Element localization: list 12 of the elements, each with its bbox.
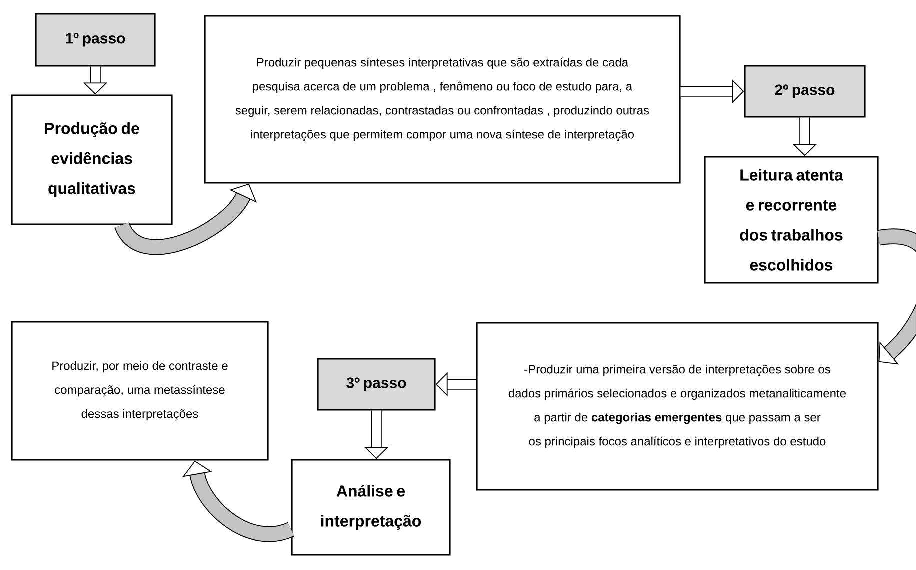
- step-box: 2º passo: [744, 65, 866, 118]
- title-box: Análise e interpretação: [291, 459, 451, 556]
- description-box: -Produzir uma primeira versão de interpretações sobre os dados primários selecionados e organizados metanaliticamente a partir de categorias emergentes que passam a ser os principais focos analíticos e interpretativos do estudo: [476, 322, 879, 491]
- step-box: 3º passo: [317, 358, 436, 411]
- curved-arrow: [115, 184, 257, 256]
- step-box: 1º passo: [35, 13, 156, 67]
- description-box: Produzir pequenas sínteses interpretativas que são extraídas de cada pesquisa acerca de um problema , fenômeno ou foco de estudo para, a seguir, serem relacionadas, contrastadas ou confrontadas , produzindo outras interpretações que permitem compor uma nova síntese de interpretação: [204, 15, 681, 184]
- title-box: Produção de evidências qualitativas: [11, 94, 173, 226]
- title-box: Leitura atenta e recorrente dos trabalhos escolhidos: [704, 156, 879, 284]
- curved-arrow: [878, 228, 916, 365]
- curved-arrow: [182, 460, 294, 542]
- description-box: Produzir, por meio de contraste e comparação, uma metassíntese dessas interpretações: [11, 321, 269, 461]
